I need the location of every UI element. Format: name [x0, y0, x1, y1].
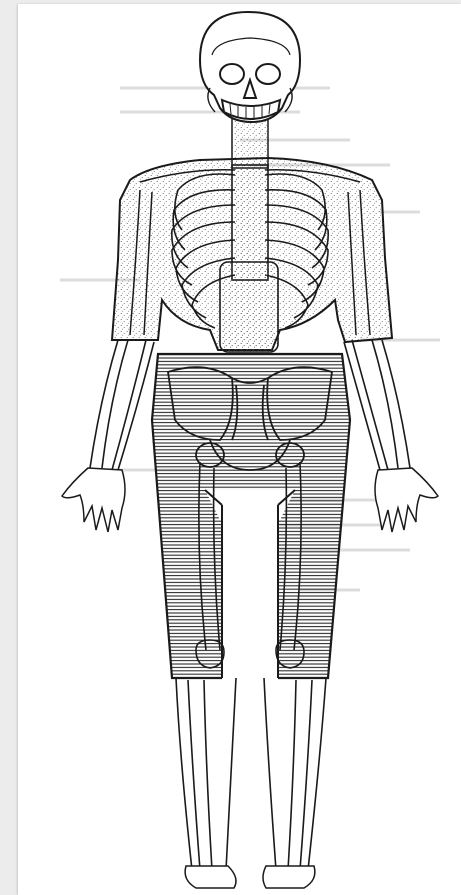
- left-hand: [62, 468, 125, 532]
- lower-legs: [176, 678, 326, 870]
- skull: [200, 12, 300, 122]
- right-hand: [375, 468, 438, 532]
- feet: [185, 866, 315, 888]
- pelvis-thigh-hatch-region: [152, 354, 350, 680]
